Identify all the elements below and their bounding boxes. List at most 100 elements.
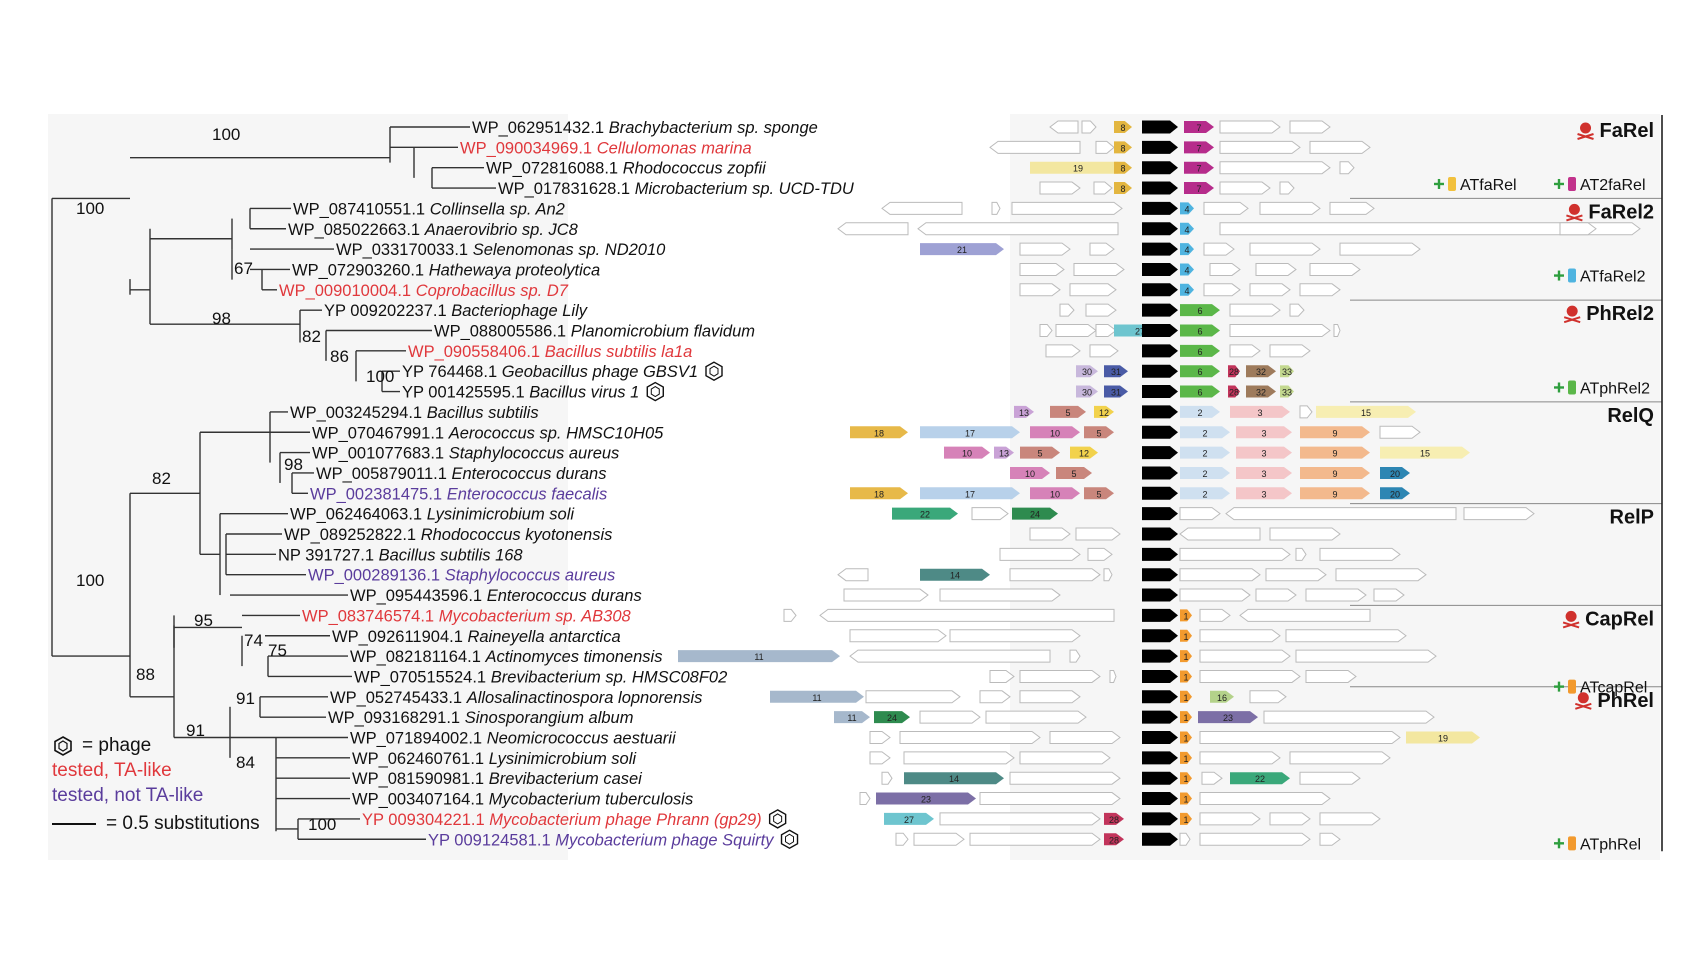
gene-arrow [1319,812,1381,826]
gene-arrow [1239,608,1371,622]
gene-number: 18 [874,428,884,438]
toxin-gene [1142,547,1178,561]
phage-icon [646,381,664,402]
toxin-gene [1142,181,1178,195]
gene-arrow [1019,669,1101,683]
tip-accession: WP_062464063.1 [290,506,427,524]
toxin-gene [1142,629,1178,643]
tip-species: Brevibacterium sp. HMSC08F02 [491,668,728,686]
gene-number: 31 [1111,367,1121,377]
gene-number: 32 [1256,388,1266,398]
gene-arrow [678,650,840,663]
gene-number: 12 [1099,408,1109,418]
tip-label: WP_083746574.1 Mycobacterium sp. AB308 [302,607,632,625]
gene-number: 4 [1184,225,1189,235]
gene-arrow [1109,669,1117,683]
tip-species: Rhodococcus kyotonensis [421,526,613,544]
gene-arrow [1069,649,1081,663]
tip-accession: YP 009124581.1 [428,831,555,849]
tip-label: WP_062951432.1 Brachybacterium sp. spong… [472,119,818,137]
tip-label: WP_033170033.1 Selenomonas sp. ND2010 [336,241,666,259]
gene-arrow [1199,731,1401,744]
skull-head [1565,610,1577,622]
tip-species: Mycobacterium sp. AB308 [439,607,632,625]
tip-label: WP_005879011.1 Enterococcus durans [316,465,606,483]
toxin-gene [1142,649,1178,663]
gene-arrow [1095,140,1115,154]
gene-number: 1 [1183,672,1188,682]
gene-number: 32 [1256,367,1266,377]
gene-number: 27 [904,815,914,825]
toxin-gene [1142,425,1178,439]
gene-arrow [1201,771,1223,785]
phage-icon-inner [773,813,783,825]
gene-number: 8 [1120,123,1125,133]
gene-arrow [1259,201,1321,215]
skull-head [1568,203,1580,215]
gene-arrow [1073,262,1125,276]
gene-number: 5 [1096,489,1101,499]
gene-arrow [1180,751,1192,764]
phage-icon-outer [646,381,664,402]
gene-arrow [1255,262,1297,276]
bootstrap-label: 67 [234,259,253,278]
gene-arrow [770,690,864,703]
gene-arrow [1299,283,1341,297]
gene-arrow [1236,426,1292,439]
gene-arrow [881,771,893,785]
gene-arrow [1210,690,1234,703]
gene-number: 1 [1183,734,1188,744]
toxin-gene [1142,608,1178,622]
gene-arrow [913,832,965,846]
gene-arrow [1269,344,1311,358]
toxin-gene [1142,324,1178,337]
antitoxin-label: ATphRel2 [1580,380,1650,397]
gene-arrow [1228,365,1240,378]
tip-species: Bacillus subtilis 168 [379,546,524,564]
gene-number: 3 [1261,428,1266,438]
tip-accession: NP 391727.1 [278,546,379,564]
gene-arrow [1299,405,1313,419]
legend-scale-text: = 0.5 substitutions [106,813,260,834]
gene-arrow [1199,629,1281,643]
skull-head [1577,692,1589,704]
gene-number: 17 [965,428,975,438]
tip-label: YP 009124581.1 Mycobacterium phage Squir… [428,831,775,849]
tip-accession: YP 001425595.1 [402,384,529,402]
gene-number: 28 [1229,388,1239,398]
tip-species: Raineyella antarctica [467,628,620,646]
gene-number: 6 [1197,347,1202,357]
toxin-gene [1142,120,1178,134]
skull-bone [1575,702,1592,710]
gene-arrow [1339,242,1421,256]
antitoxin-label: ATcapRel [1580,680,1647,697]
gene-number: 3 [1261,449,1266,459]
tip-label: WP_082181164.1 Actinomyces timonensis [350,648,662,666]
tip-label: WP_093168291.1 Sinosporangium album [328,709,633,727]
bootstrap-label: 100 [76,571,104,590]
toxin-gene [1142,751,1178,765]
tip-species: Mycobacterium phage Squirty [555,831,775,849]
toxin-gene [1142,690,1178,704]
bootstrap-label: 91 [236,689,255,708]
gene-arrow [944,446,990,459]
gene-arrow [1180,792,1192,805]
gene-arrow [1180,812,1192,825]
gene-arrow [1373,588,1405,602]
tip-accession: WP_062951432.1 [472,119,609,137]
gene-arrow [1049,731,1121,744]
gene-arrow [1019,262,1065,276]
gene-arrow [1319,547,1401,561]
gene-number: 4 [1184,265,1189,275]
gene-arrow [1329,201,1375,215]
bootstrap-label: 98 [212,309,231,328]
gene-arrow [989,140,1081,154]
gene-arrow [979,792,1121,806]
family-label: FaRel2 [1588,201,1654,223]
gene-number: 19 [1438,734,1448,744]
gene-arrow [1011,201,1123,215]
tip-species: Actinomyces timonensis [484,648,662,666]
skull-icon [1566,203,1583,222]
